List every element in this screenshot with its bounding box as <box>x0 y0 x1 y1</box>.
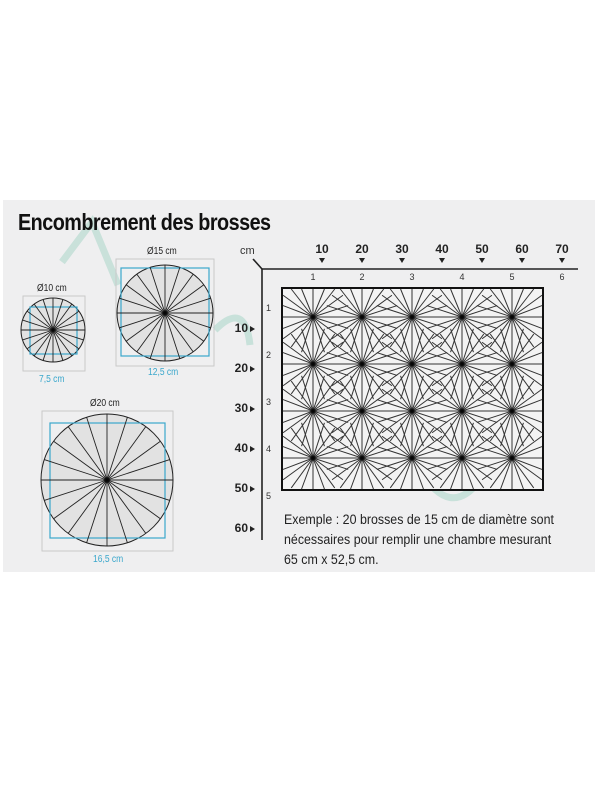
brush-20-square-label: 16,5 cm <box>93 554 124 565</box>
row-number: 1 <box>266 303 272 313</box>
x-tick-label: 60 <box>515 242 529 256</box>
brush-20-diameter-label: Ø20 cm <box>90 398 120 409</box>
caption-line-2: nécessaires pour remplir une chambre mes… <box>284 532 552 547</box>
row-number: 4 <box>266 444 272 454</box>
brush-15-diameter-label: Ø15 cm <box>147 246 177 257</box>
unit-label: cm <box>240 245 255 257</box>
y-tick-label: 50 <box>234 481 248 495</box>
column-number: 3 <box>409 272 415 282</box>
brush-diagram-15cm <box>115 258 215 367</box>
row-number: 5 <box>266 491 272 501</box>
brush-diagram-20cm <box>40 410 174 552</box>
y-tick-label: 10 <box>234 321 248 335</box>
page-title: Encombrement des brosses <box>18 209 271 235</box>
column-number: 4 <box>459 272 465 282</box>
y-tick-label: 30 <box>234 401 248 415</box>
column-number: 5 <box>509 272 515 282</box>
column-number: 6 <box>559 272 565 282</box>
y-tick-label: 40 <box>234 441 248 455</box>
caption-line-1: Exemple : 20 brosses de 15 cm de diamètr… <box>284 512 554 527</box>
x-tick-label: 50 <box>475 242 489 256</box>
grid-axes <box>252 258 578 540</box>
row-number: 3 <box>266 397 272 407</box>
y-tick-label: 20 <box>234 361 248 375</box>
x-tick-label: 40 <box>435 242 449 256</box>
column-number: 2 <box>359 272 365 282</box>
y-tick-label: 60 <box>234 521 248 535</box>
x-tick-label: 10 <box>315 242 329 256</box>
x-tick-label: 30 <box>395 242 409 256</box>
brush-10-square-label: 7,5 cm <box>39 374 65 385</box>
row-number: 2 <box>266 350 272 360</box>
x-tick-label: 70 <box>555 242 569 256</box>
x-tick-label: 20 <box>355 242 369 256</box>
caption-line-3: 65 cm x 52,5 cm. <box>284 552 379 567</box>
brush-15-square-label: 12,5 cm <box>148 367 179 378</box>
brush-10-diameter-label: Ø10 cm <box>37 283 67 294</box>
brush-diagram-10cm <box>20 295 86 372</box>
example-caption: Exemple : 20 brosses de 15 cm de diamètr… <box>284 510 569 570</box>
column-number: 1 <box>310 272 316 282</box>
